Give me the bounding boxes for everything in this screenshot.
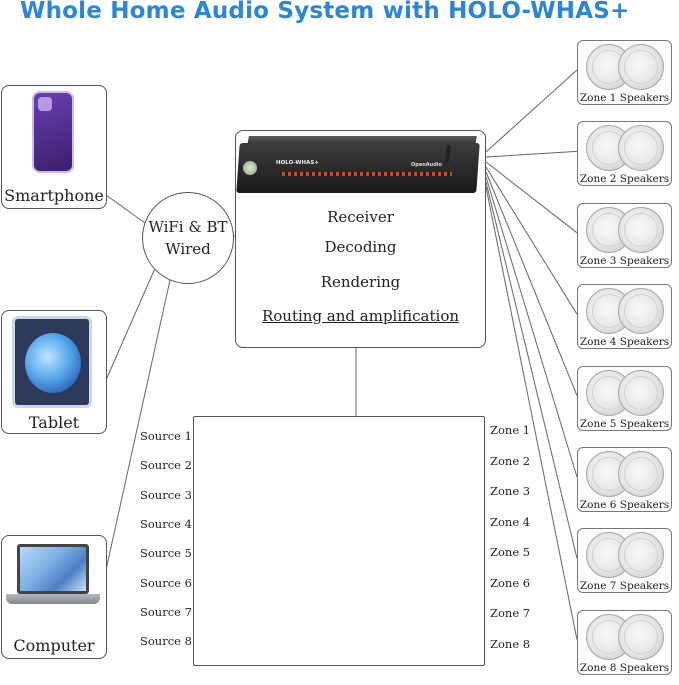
zone-fan-line [485,161,578,234]
zone-fan-lines [485,69,578,640]
speaker-zone-label: Zone 1 Speakers [579,92,670,104]
function-rendering: Rendering [320,273,401,291]
speaker-zone-label: Zone 3 Speakers [579,254,670,267]
receiver-brand-logo: HOLO-WHAS+ [276,160,319,166]
speaker-zone-label: Zone 2 Speakers [579,173,670,186]
ceiling-speaker-icon [618,532,664,579]
speaker-zone-box: Zone 5 Speakers [577,365,672,431]
function-receiver: Receiver [327,208,394,226]
source-label: Source 6 [140,575,192,590]
zone-label: Zone 8 [490,636,531,651]
computer-label: Computer [13,636,95,655]
zone-label: Zone 5 [490,545,531,559]
tablet-link [105,265,157,381]
zone-label: Zone 7 [490,606,531,620]
source-label: Source 8 [140,634,192,649]
zone-fan-line [485,150,578,158]
smartphone-label: Smartphone [4,186,104,205]
speaker-zone-box: Zone 1 Speakers [577,40,672,105]
speaker-zone-label: Zone 6 Speakers [579,499,670,511]
speaker-zone-label: Zone 4 Speakers [579,336,670,349]
source-label: Source 5 [140,546,192,561]
speaker-zone-label: Zone 7 Speakers [579,580,670,593]
zone-label: Zone 4 [490,514,531,529]
function-decoding: Decoding [324,238,397,256]
smartphone-image [32,91,74,173]
zone-fan-line [485,176,578,478]
source-label: Source 7 [140,604,192,619]
zone-label: Zone 3 [490,484,531,498]
zone-label: Zone 1 [490,423,531,437]
computer-link [105,279,171,571]
hub-label-wifi: WiFi & BT [148,218,228,236]
ceiling-speaker-icon [618,451,664,497]
tablet-image [12,316,92,408]
speaker-zone-label: Zone 5 Speakers [579,417,670,430]
laptop-image [17,544,89,594]
smartphone-box: Smartphone [1,85,107,209]
laptop-base [6,594,100,604]
ceiling-speaker-icon [618,369,664,416]
ceiling-speaker-icon [618,206,664,253]
matrix-box [193,416,485,666]
speaker-zone-box: Zone 6 Speakers [577,447,672,512]
tablet-label: Tablet [28,413,80,432]
zone-fan-line [485,166,578,315]
speaker-zone-box: Zone 4 Speakers [577,284,672,350]
hub-label-wired: Wired [165,240,211,258]
zone-fan-line [485,186,578,640]
speaker-zone-box: Zone 2 Speakers [577,121,672,187]
zone-fan-line [485,171,578,396]
source-label: Source 4 [140,516,192,531]
source-label: Source 2 [140,458,192,473]
zone-label: Zone 2 [490,453,531,468]
speaker-zone-box: Zone 8 Speakers [577,609,672,675]
zone-fan-line [485,181,578,559]
receiver-device-image [236,143,480,193]
function-routing-amplification: Routing and amplification [261,307,460,325]
power-knob-icon [243,161,257,175]
ceiling-speaker-icon [618,613,664,660]
ceiling-speaker-icon [618,288,664,335]
speaker-zone-label: Zone 8 Speakers [579,661,670,674]
wifi-bt-wired-hub: WiFi & BT Wired [142,192,234,284]
ceiling-speaker-icon [618,44,664,90]
zone-fan-line [485,69,578,153]
zone-label: Zone 6 [490,575,531,590]
source-label: Source 3 [140,487,192,502]
diagram-title: Whole Home Audio System with HOLO-WHAS+ [20,0,630,24]
ceiling-speaker-icon [618,125,664,172]
speaker-zone-box: Zone 7 Speakers [577,528,672,594]
speaker-zone-box: Zone 3 Speakers [577,202,672,268]
receiver-maker-logo: OpenAudio [411,162,442,168]
receiver-display-leds [282,172,452,176]
source-label: Source 1 [140,429,192,443]
